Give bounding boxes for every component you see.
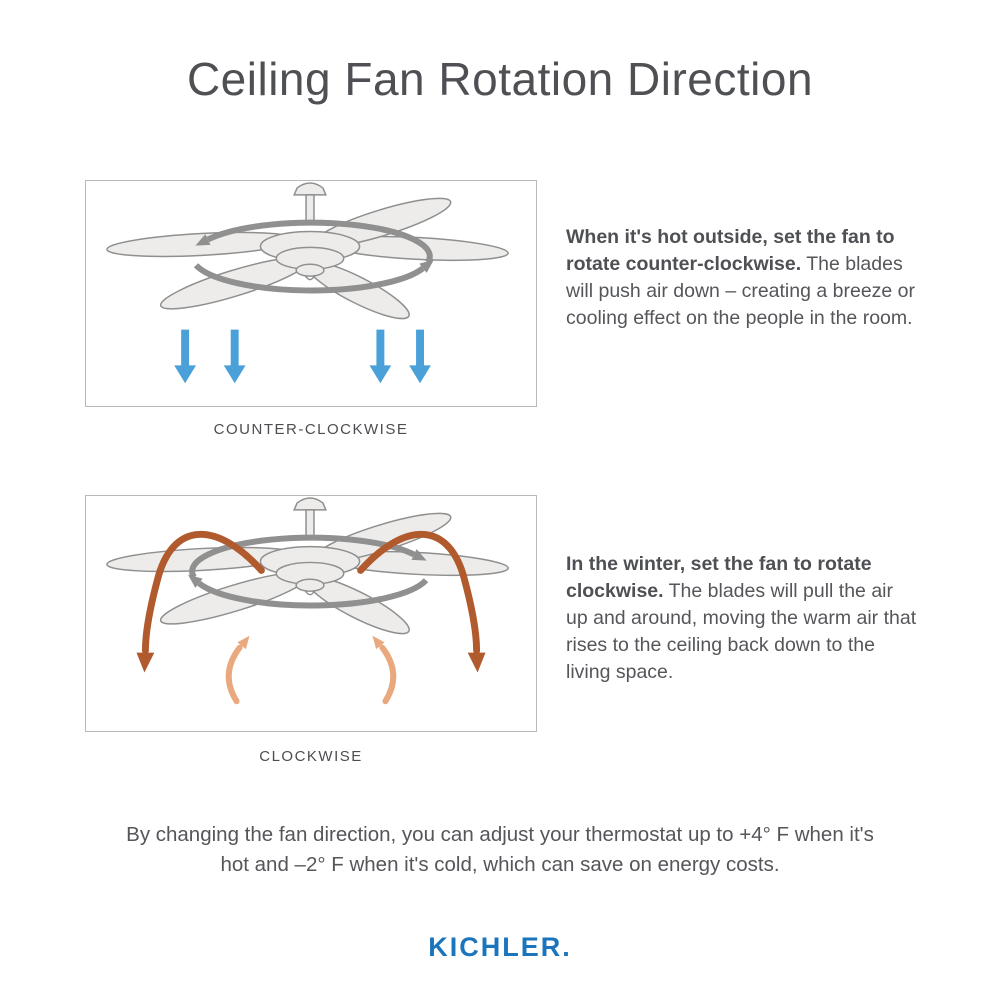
ceiling-fan-icon: [105, 182, 510, 329]
ceiling-fan-icon: [105, 497, 510, 644]
cool-caption: COUNTER-CLOCKWISE: [213, 421, 409, 438]
down-airflow-arrows-icon: [174, 329, 431, 384]
warm-caption: CLOCKWISE: [259, 748, 363, 765]
cool-fan-illustration: [105, 182, 510, 384]
warm-description-lead: In the winter, set the fan to rotate clo…: [566, 553, 872, 602]
cool-description: When it's hot outside, set the fan to ro…: [566, 224, 918, 332]
warm-airflow-arrows-icon: [136, 530, 486, 705]
warm-fan-illustration: [105, 497, 510, 705]
page-title: Ceiling Fan Rotation Direction: [186, 53, 814, 105]
brand-logo: KICHLER.: [428, 932, 572, 962]
cool-description-body: The blades will push air down – creating…: [566, 253, 916, 329]
warm-description: In the winter, set the fan to rotate clo…: [566, 551, 918, 686]
warm-description-body: The blades will pull the air up and arou…: [566, 580, 917, 683]
warm-diagram-panel: [85, 495, 537, 732]
footer-note: By changing the fan direction, you can a…: [126, 823, 874, 876]
cool-description-lead: When it's hot outside, set the fan to ro…: [566, 226, 895, 275]
cool-diagram-panel: [85, 180, 537, 407]
